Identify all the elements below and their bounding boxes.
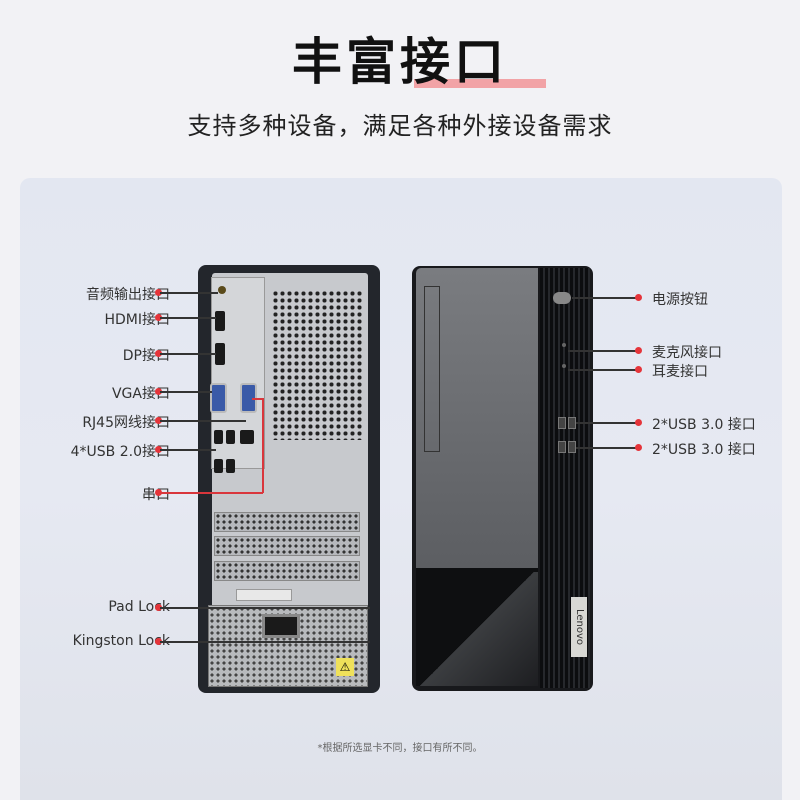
usb2-port-2: [226, 430, 235, 444]
callout-dot: [155, 289, 162, 296]
page-subtitle: 支持多种设备，满足各种外接设备需求: [187, 112, 613, 140]
serial-callout-line: [160, 492, 263, 494]
headset-jack: [562, 364, 566, 368]
label-usb3-lower: 2*USB 3.0 接口: [652, 442, 756, 458]
usb2-port-4: [226, 459, 235, 473]
usb3-port-2: [568, 417, 576, 429]
callout-line: [572, 297, 636, 299]
usb2-port-3: [214, 459, 223, 473]
front-bezel: [416, 268, 538, 568]
usb3-port-4: [568, 441, 576, 453]
label-kingston-lock: Kingston Lock: [72, 633, 170, 649]
callout-line: [160, 641, 370, 643]
serial-callout-stub: [252, 398, 263, 400]
callout-dot: [155, 388, 162, 395]
label-pad-lock: Pad Lock: [108, 599, 170, 615]
serial-callout-vline: [262, 398, 264, 493]
usb3-port-3: [558, 441, 566, 453]
label-hdmi: HDMI接口: [104, 312, 170, 328]
title-underline: [414, 79, 546, 88]
callout-line: [568, 369, 636, 371]
barcode-label: [236, 589, 292, 601]
callout-line: [576, 447, 636, 449]
callout-dot: [635, 419, 642, 426]
front-diagonal-accent: [416, 572, 538, 686]
optical-drive-bay: [424, 286, 440, 452]
callout-dot: [155, 350, 162, 357]
label-power-button: 电源按钮: [652, 292, 708, 308]
lenovo-logo: Lenovo: [571, 597, 587, 657]
vga-port: [210, 383, 227, 413]
label-headset: 耳麦接口: [652, 364, 708, 380]
callout-line: [160, 391, 212, 393]
callout-line: [160, 420, 246, 422]
warning-icon: ⚠: [336, 658, 354, 676]
callout-dot: [155, 446, 162, 453]
label-audio-out: 音频输出接口: [86, 287, 170, 303]
power-socket: [262, 614, 300, 638]
title-text: 丰富接口: [292, 33, 508, 91]
expansion-slot-2: [214, 536, 360, 556]
usb2-port-1: [214, 430, 223, 444]
label-usb2: 4*USB 2.0接口: [70, 444, 170, 460]
callout-line: [160, 353, 216, 355]
label-mic: 麦克风接口: [652, 345, 722, 361]
callout-line: [160, 449, 216, 451]
label-dp: DP接口: [122, 348, 170, 364]
callout-dot: [635, 294, 642, 301]
callout-dot: [635, 347, 642, 354]
callout-line: [160, 607, 370, 609]
product-panel: [20, 178, 782, 800]
callout-line: [160, 317, 216, 319]
callout-dot: [635, 366, 642, 373]
fan-grill: [272, 290, 362, 440]
callout-dot: [155, 604, 162, 611]
usb3-port-1: [558, 417, 566, 429]
callout-line: [576, 422, 636, 424]
io-shield: [211, 277, 265, 469]
expansion-slot-3: [214, 561, 360, 581]
callout-dot: [155, 417, 162, 424]
audio-port: [218, 286, 226, 294]
dp-port: [215, 343, 225, 365]
power-button: [553, 292, 571, 304]
label-rj45: RJ45网线接口: [82, 415, 170, 431]
callout-dot: [155, 314, 162, 321]
callout-dot: [155, 638, 162, 645]
rj45-port: [240, 430, 254, 444]
hdmi-port: [215, 311, 225, 331]
mic-jack: [562, 343, 566, 347]
callout-dot: [155, 489, 162, 496]
label-usb3-upper: 2*USB 3.0 接口: [652, 417, 756, 433]
callout-line: [160, 292, 218, 294]
expansion-slot-1: [214, 512, 360, 532]
footnote: *根据所选显卡不同，接口有所不同。: [317, 743, 483, 754]
callout-line: [568, 350, 636, 352]
callout-dot: [635, 444, 642, 451]
page-title: 丰富接口: [0, 22, 800, 94]
